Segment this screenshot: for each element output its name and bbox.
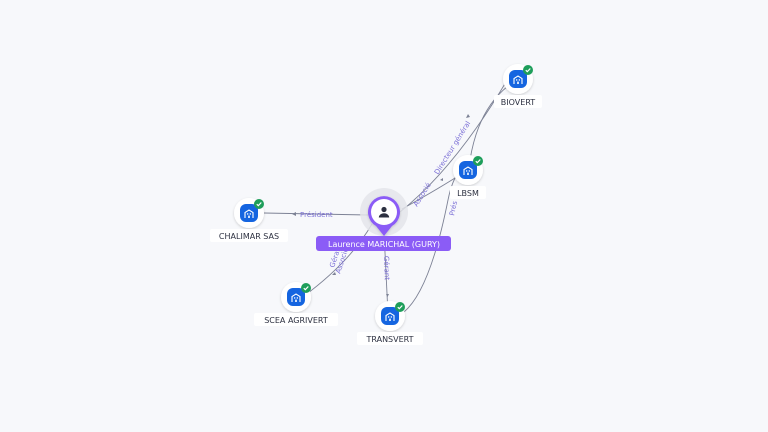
arrow-lbsm (440, 178, 443, 181)
edge-arrows (292, 114, 470, 297)
edge-label-president: Président (300, 211, 333, 219)
arrow-president (292, 212, 296, 216)
verified-check-icon (395, 302, 405, 312)
edge-scea (303, 223, 373, 297)
edge-biovert-lbsm (469, 85, 509, 161)
verified-check-icon (254, 199, 264, 209)
verified-check-icon (523, 65, 533, 75)
edge-label-transvert: Gérant (382, 256, 391, 281)
person-name: Laurence MARICHAL (GURY) (328, 240, 440, 249)
verified-check-icon (473, 156, 483, 166)
company-node-chalimar[interactable]: CHALIMAR SAS (210, 198, 288, 242)
company-node-transvert[interactable]: TRANSVERT (357, 301, 423, 345)
arrow-transvert (386, 294, 389, 297)
company-name-scea: SCEA AGRIVERT (264, 316, 328, 325)
edge-label-lbsm: Associé (412, 181, 433, 208)
edge-biovert (399, 81, 507, 213)
verified-check-icon (301, 283, 311, 293)
company-name-chalimar: CHALIMAR SAS (219, 232, 279, 241)
company-node-biovert[interactable]: BIOVERT (494, 64, 542, 108)
person-icon (378, 206, 390, 218)
company-node-scea[interactable]: SCEA AGRIVERT (254, 282, 338, 326)
person-node[interactable]: Laurence MARICHAL (GURY) (316, 188, 451, 251)
edge-label-lbsm-transvert: Prés (448, 200, 459, 216)
company-name-biovert: BIOVERT (501, 98, 536, 107)
edge-president (263, 212, 369, 216)
arrow-biovert (466, 114, 470, 118)
company-name-lbsm: LBSM (457, 189, 479, 198)
company-name-transvert: TRANSVERT (365, 335, 413, 344)
arrow-scea (332, 272, 336, 275)
company-node-lbsm[interactable]: LBSM (450, 155, 486, 199)
